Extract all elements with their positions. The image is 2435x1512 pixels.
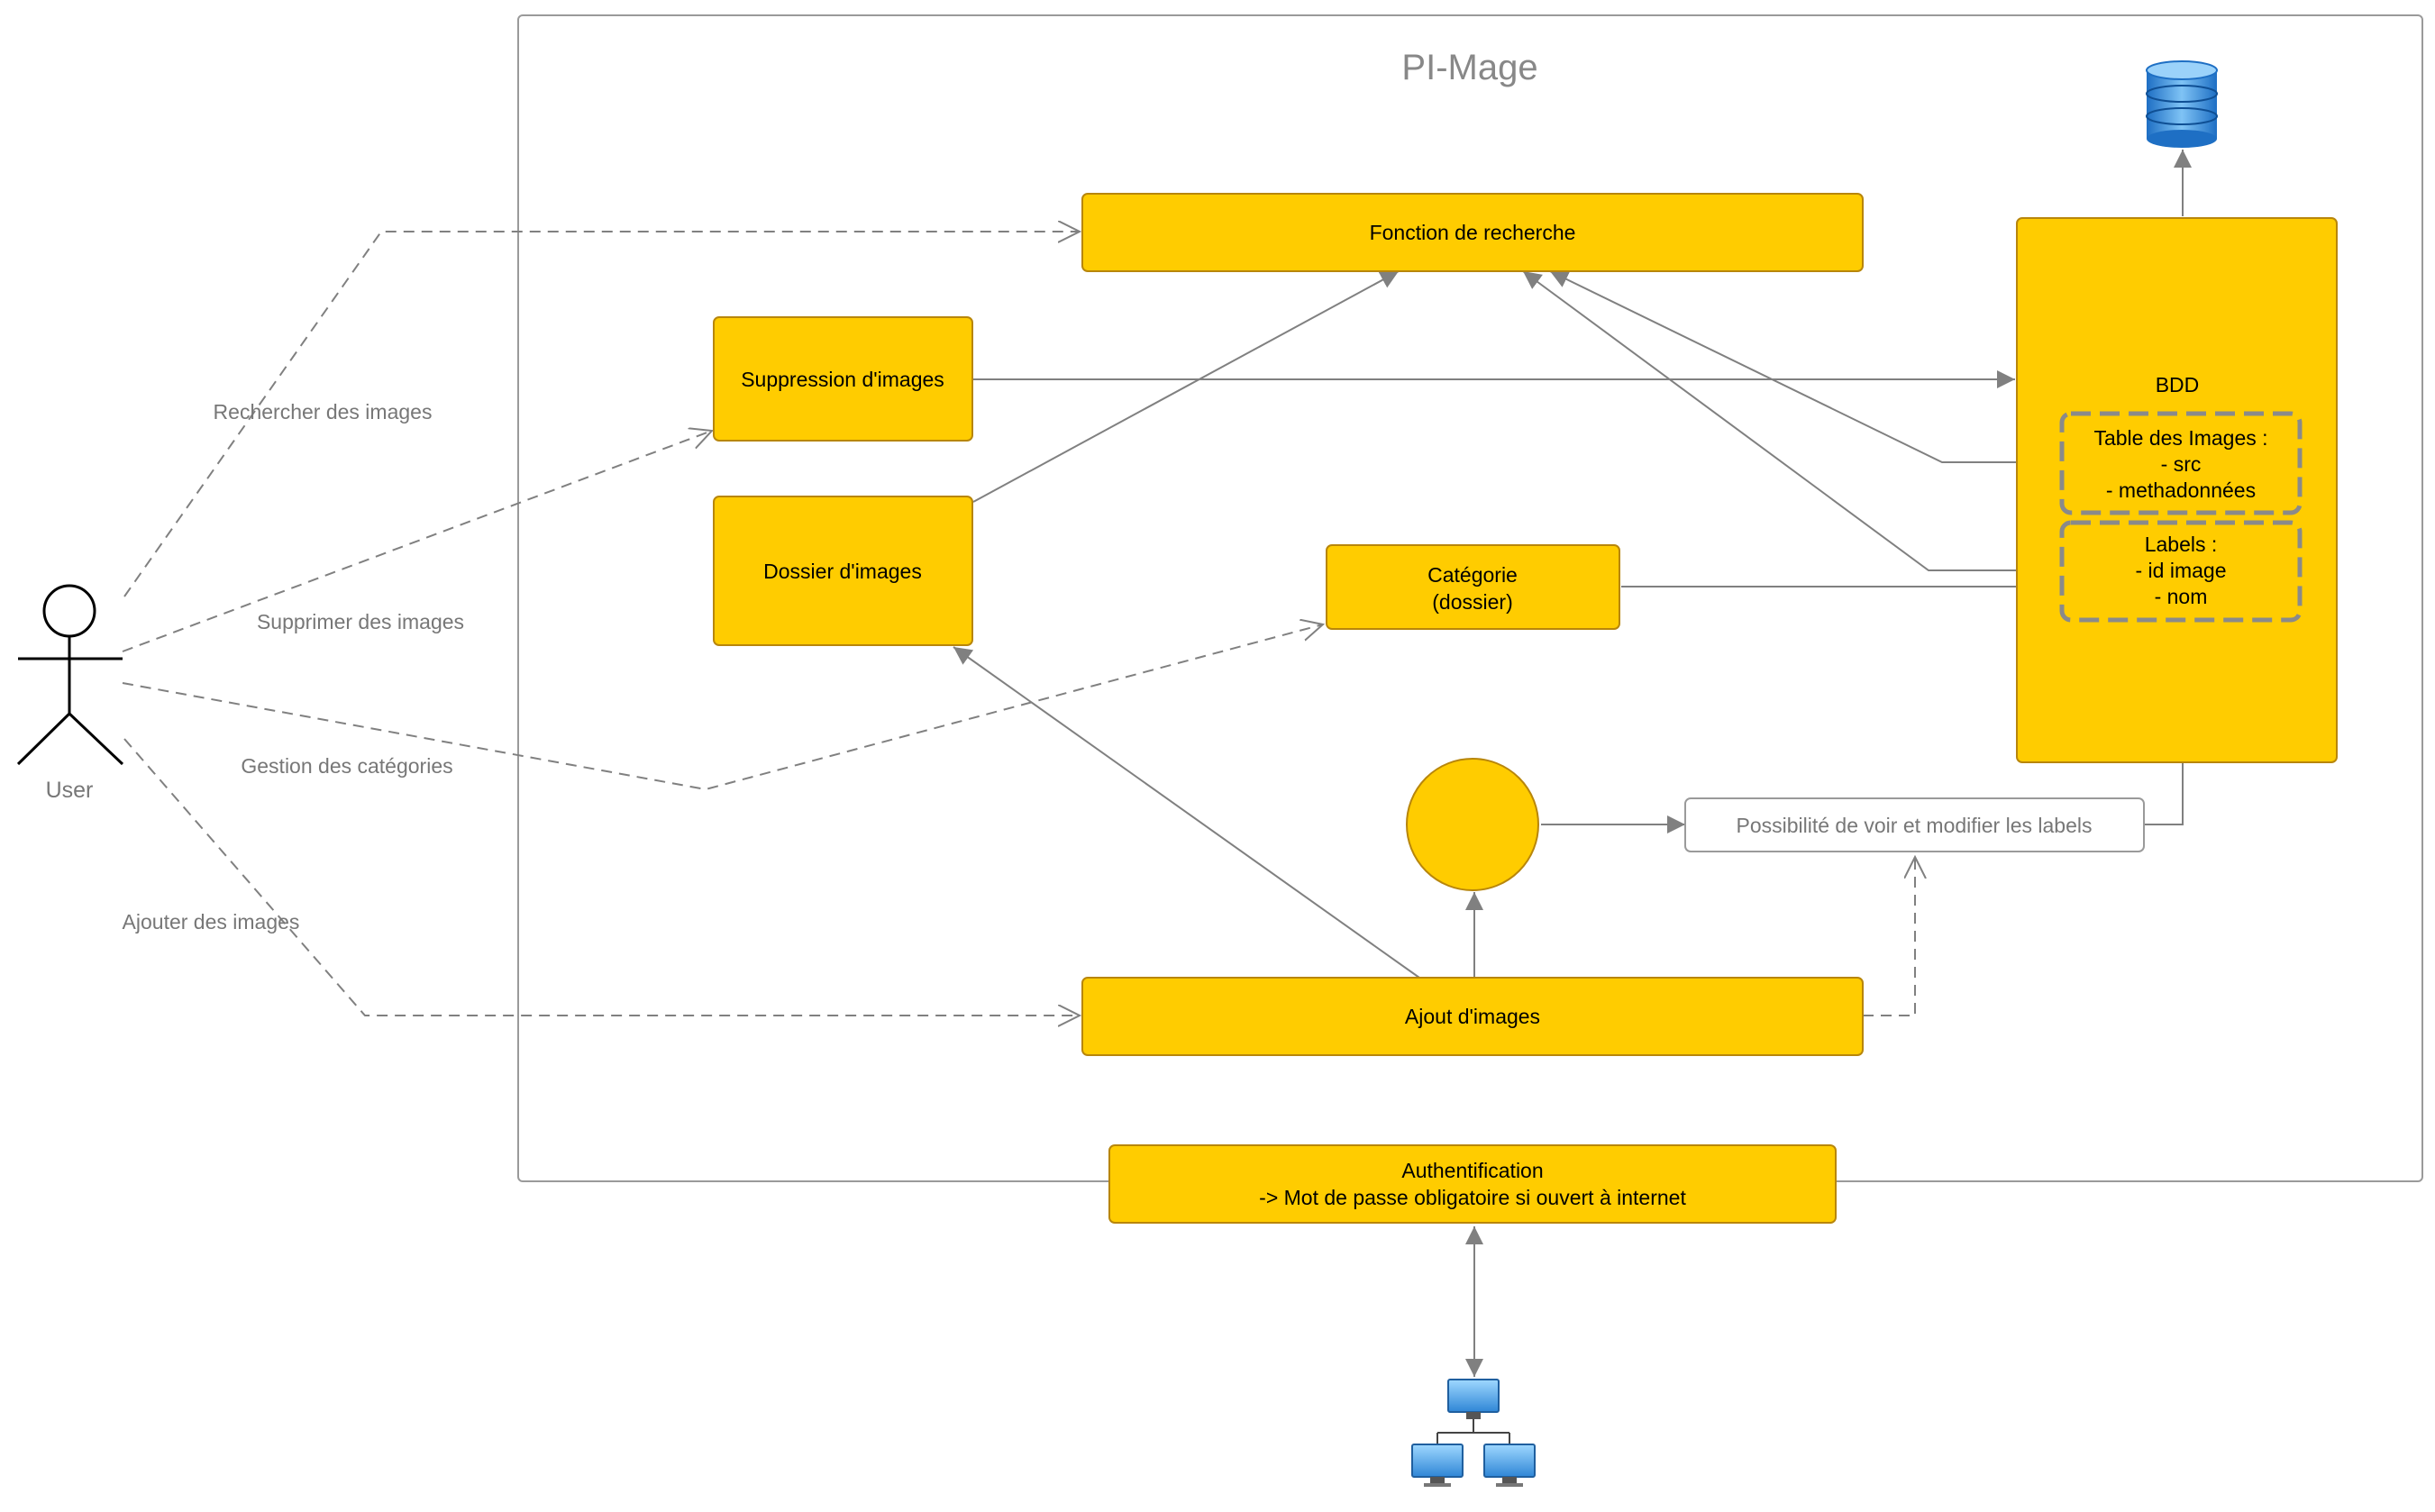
table-images-line-3: - methadonnées — [2106, 478, 2256, 502]
database-icon — [2146, 60, 2218, 148]
node-possibilite-label: Possibilité de voir et modifier les labe… — [1736, 814, 2092, 837]
auth-line-1: Authentification — [1401, 1159, 1543, 1182]
edge-tableimages-recherche — [1549, 270, 2064, 463]
system-title: PI-Mage — [1401, 48, 1537, 87]
node-ajout[interactable] — [1081, 977, 1864, 1056]
table-images-line-1: Table des Images : — [2093, 426, 2267, 450]
node-authentification[interactable] — [1108, 1144, 1837, 1224]
edge-user-recherche — [123, 232, 1080, 597]
node-categorie[interactable] — [1326, 544, 1620, 630]
user-label: User — [46, 778, 94, 803]
edge-label-gestion: Gestion des catégories — [241, 754, 452, 778]
network-icon — [1411, 1379, 1536, 1487]
node-suppression-label: Suppression d'images — [741, 368, 944, 391]
edge-labels-recherche — [1522, 270, 2064, 571]
node-circle[interactable] — [1406, 758, 1539, 891]
edge-user-ajout — [123, 738, 1080, 1016]
edge-user-categorie — [122, 624, 1323, 791]
labels-line-2: - id image — [2136, 559, 2227, 582]
edge-ajout-possibilite — [1863, 857, 1915, 1016]
edge-dossier-recherche — [972, 270, 1400, 503]
user-actor — [16, 584, 124, 766]
node-dossier[interactable] — [713, 496, 973, 646]
labels-line-1: Labels : — [2145, 533, 2218, 556]
edge-label-rechercher: Rechercher des images — [214, 400, 433, 424]
node-suppression[interactable] — [713, 316, 973, 442]
table-images-line-2: - src — [2161, 452, 2202, 476]
node-bdd[interactable] — [2016, 217, 2338, 763]
node-bdd-label: BDD — [2156, 373, 2200, 396]
node-table-images[interactable] — [2059, 411, 2303, 515]
labels-line-3: - nom — [2155, 585, 2208, 608]
edge-label-supprimer: Supprimer des images — [257, 610, 464, 633]
auth-line-2: -> Mot de passe obligatoire si ouvert à … — [1259, 1186, 1686, 1209]
edge-label-ajouter: Ajouter des images — [123, 910, 300, 934]
node-recherche[interactable] — [1081, 193, 1864, 272]
node-categorie-label-1: Catégorie — [1427, 563, 1518, 587]
node-recherche-label: Fonction de recherche — [1370, 221, 1576, 244]
edge-user-suppression — [122, 431, 712, 652]
node-dossier-label: Dossier d'images — [763, 560, 922, 583]
node-categorie-label-2: (dossier) — [1432, 590, 1512, 614]
node-ajout-label: Ajout d'images — [1405, 1005, 1540, 1028]
edge-ajout-dossier — [953, 646, 1420, 979]
node-possibilite[interactable] — [1684, 797, 2145, 852]
node-labels[interactable] — [2059, 520, 2303, 623]
